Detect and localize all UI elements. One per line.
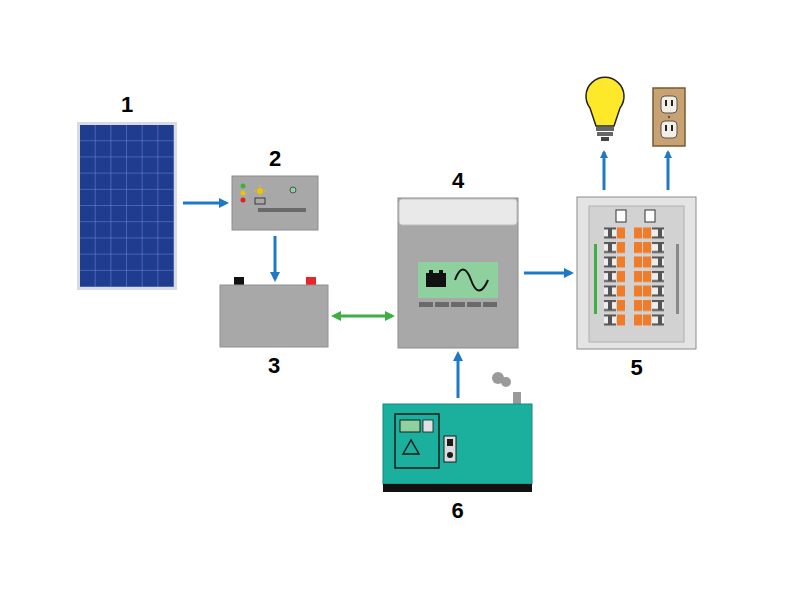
callout-number: 2 [212,146,338,172]
supply-arrow [603,152,606,190]
component: 5 [577,197,696,349]
breaker-panel [577,197,696,349]
callout-number: 5 [557,355,716,381]
light-bulb [586,77,624,141]
flow-arrow [457,354,460,398]
flow-arrow [524,272,571,275]
flow-arrow [334,315,392,318]
component: 6 [383,404,532,492]
wall-outlet [653,88,685,146]
flow-arrow [183,202,226,205]
charge-controller [232,176,318,230]
callout-number: 3 [200,353,348,379]
solar-panel [77,122,177,290]
supply-arrow [667,152,670,190]
callout-number: 1 [57,92,197,118]
component: 2 [232,176,318,230]
inverter [398,198,518,348]
callout-number: 6 [363,498,552,524]
component: 3 [220,285,328,347]
flow-arrow [274,236,277,279]
component: 4 [398,198,518,348]
callout-number: 4 [378,168,538,194]
battery [220,277,328,347]
component: 1 [77,122,177,290]
